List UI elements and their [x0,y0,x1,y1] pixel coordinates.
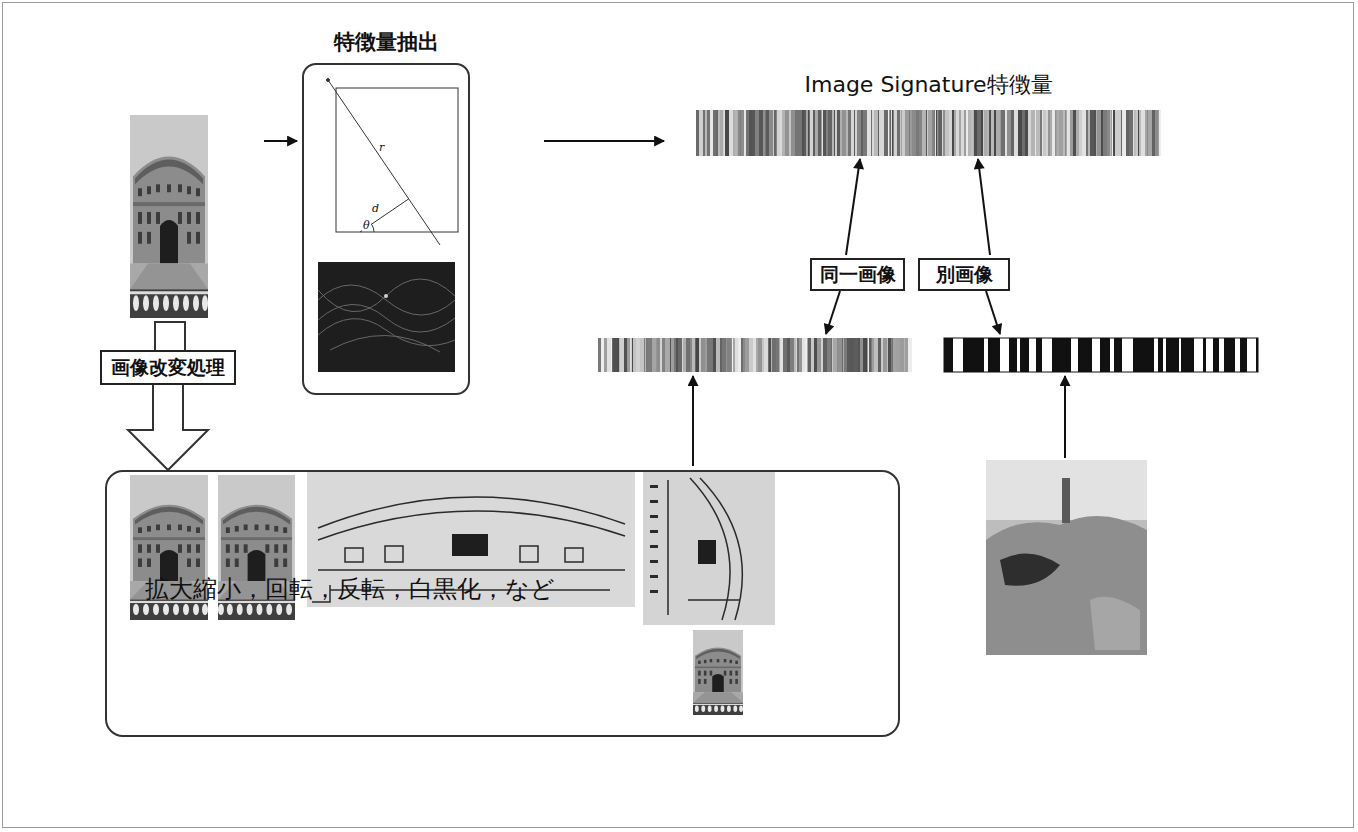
box-label: 同一画像 [820,265,896,284]
flow-arrow [264,140,297,142]
box-label: 別画像 [936,265,993,284]
panel-caption: 拡大縮小，回転，反転，白黒化，など [145,573,555,605]
judgement-box: 別画像 [918,258,1010,291]
geometry-symbol: θ [362,220,371,231]
geometry-symbol: d [371,203,380,214]
flow-arrow [692,376,694,466]
judgement-box: 同一画像 [810,258,905,291]
arrow-connector [544,140,664,142]
other-photo [986,460,1147,655]
barcode [696,110,1161,156]
small-photo [693,630,743,715]
flow-arrow [1064,376,1066,458]
arrow-connector [978,159,990,255]
barcode-heading: Image Signature特徴量 [696,70,1161,100]
arrow-connector [846,159,860,255]
source-photo [130,115,208,318]
barcode-same [598,338,912,372]
feature-extraction-box: 特徴量抽出 [302,63,470,395]
box-heading: 特徴量抽出 [284,28,488,56]
rotated-photo [643,472,775,625]
flow-arrow [986,291,1000,334]
barcode-different [944,338,1258,372]
box-label: 画像改変処理 [111,358,225,377]
hollow-arrow-shaft [155,322,185,350]
sinogram-image [318,262,455,372]
signature-barcode: Image Signature特徴量 [696,70,1161,156]
radon-geometry [327,79,459,246]
modified-images-panel: 拡大縮小，回転，反転，白黒化，など [105,470,900,737]
hollow-arrow [128,385,208,470]
flow-arrow [826,291,840,334]
geometry-symbol: r [378,142,385,153]
process-box: 画像改変処理 [100,350,236,385]
